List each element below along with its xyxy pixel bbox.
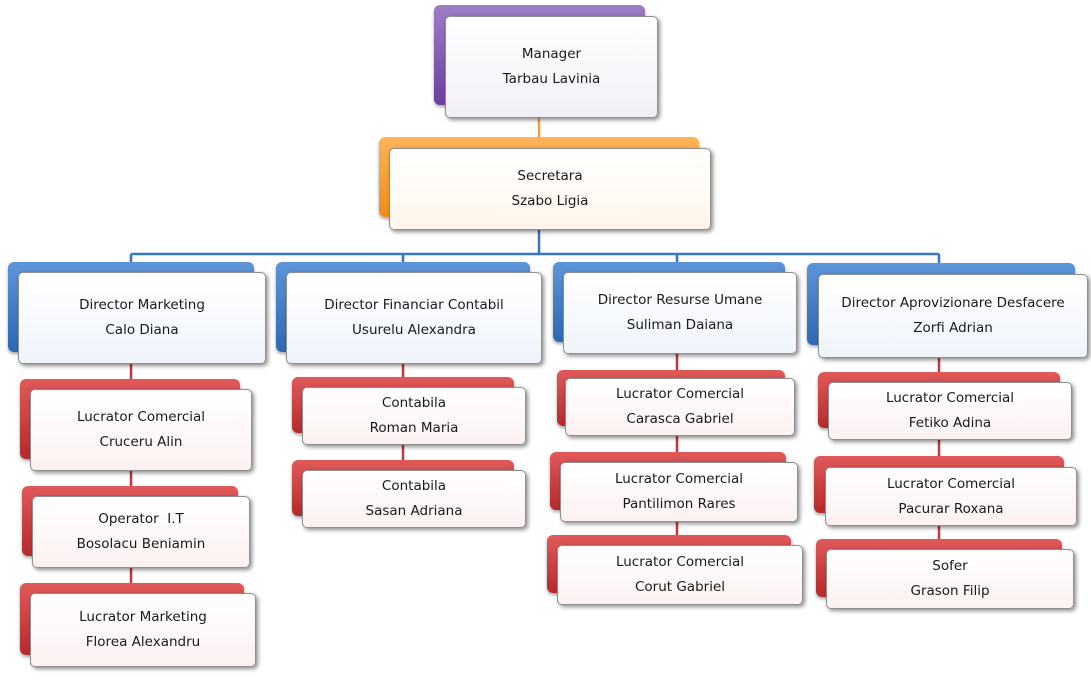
node-role: Contabila [381, 395, 447, 411]
node-role: Lucrator Comercial [886, 475, 1016, 492]
node-person-name: Usurelu Alexandra [352, 322, 476, 338]
node-person-name: Roman Maria [369, 420, 459, 436]
node-role: Lucrator Marketing [79, 609, 207, 625]
node-role: Lucrator Comercial [885, 390, 1015, 406]
staff-node-1-2: Operator I.T Bosolacu Beniamin [22, 486, 250, 568]
node-person-name: Florea Alexandru [85, 634, 201, 650]
node-role: Secretara [517, 168, 583, 184]
node-card: Operator I.T Bosolacu Beniamin [32, 496, 250, 568]
node-role: Lucrator Comercial [615, 554, 745, 570]
node-person-name: Cruceru Alin [99, 434, 183, 450]
node-person-name: Carasca Gabriel [626, 411, 734, 427]
node-role: Sofer [932, 558, 968, 574]
node-role: Lucrator Comercial [76, 409, 206, 425]
node-person-name: Fetiko Adina [908, 415, 992, 431]
node-person-name: Bosolacu Beniamin [76, 536, 206, 552]
node-person-name: Calo Diana [105, 322, 179, 338]
node-role: Lucrator Comercial [615, 386, 745, 402]
node-role: Director Resurse Umane [597, 292, 763, 308]
node-role: Director Financiar Contabil [324, 297, 504, 313]
node-person-name: Pacurar Roxana [898, 500, 1004, 517]
node-role: Operator I.T [98, 511, 184, 527]
node-person-name: Pantilimon Rares [622, 496, 736, 512]
node-person-name: Tarbau Lavinia [502, 71, 601, 87]
node-person-name: Szabo Ligia [511, 193, 589, 209]
node-role: Lucrator Comercial [614, 471, 744, 487]
node-person-name: Grason Filip [910, 583, 990, 599]
node-person-name: Corut Gabriel [634, 579, 726, 595]
node-role: Manager [521, 46, 582, 62]
node-role: Contabila [381, 478, 447, 494]
node-role: Director Aprovizionare Desfacere [841, 295, 1065, 311]
node-person-name: Sasan Adriana [365, 503, 463, 519]
node-person-name: Suliman Daiana [626, 317, 734, 333]
node-person-name: Zorfi Adrian [913, 320, 993, 336]
node-role: Director Marketing [79, 297, 205, 313]
